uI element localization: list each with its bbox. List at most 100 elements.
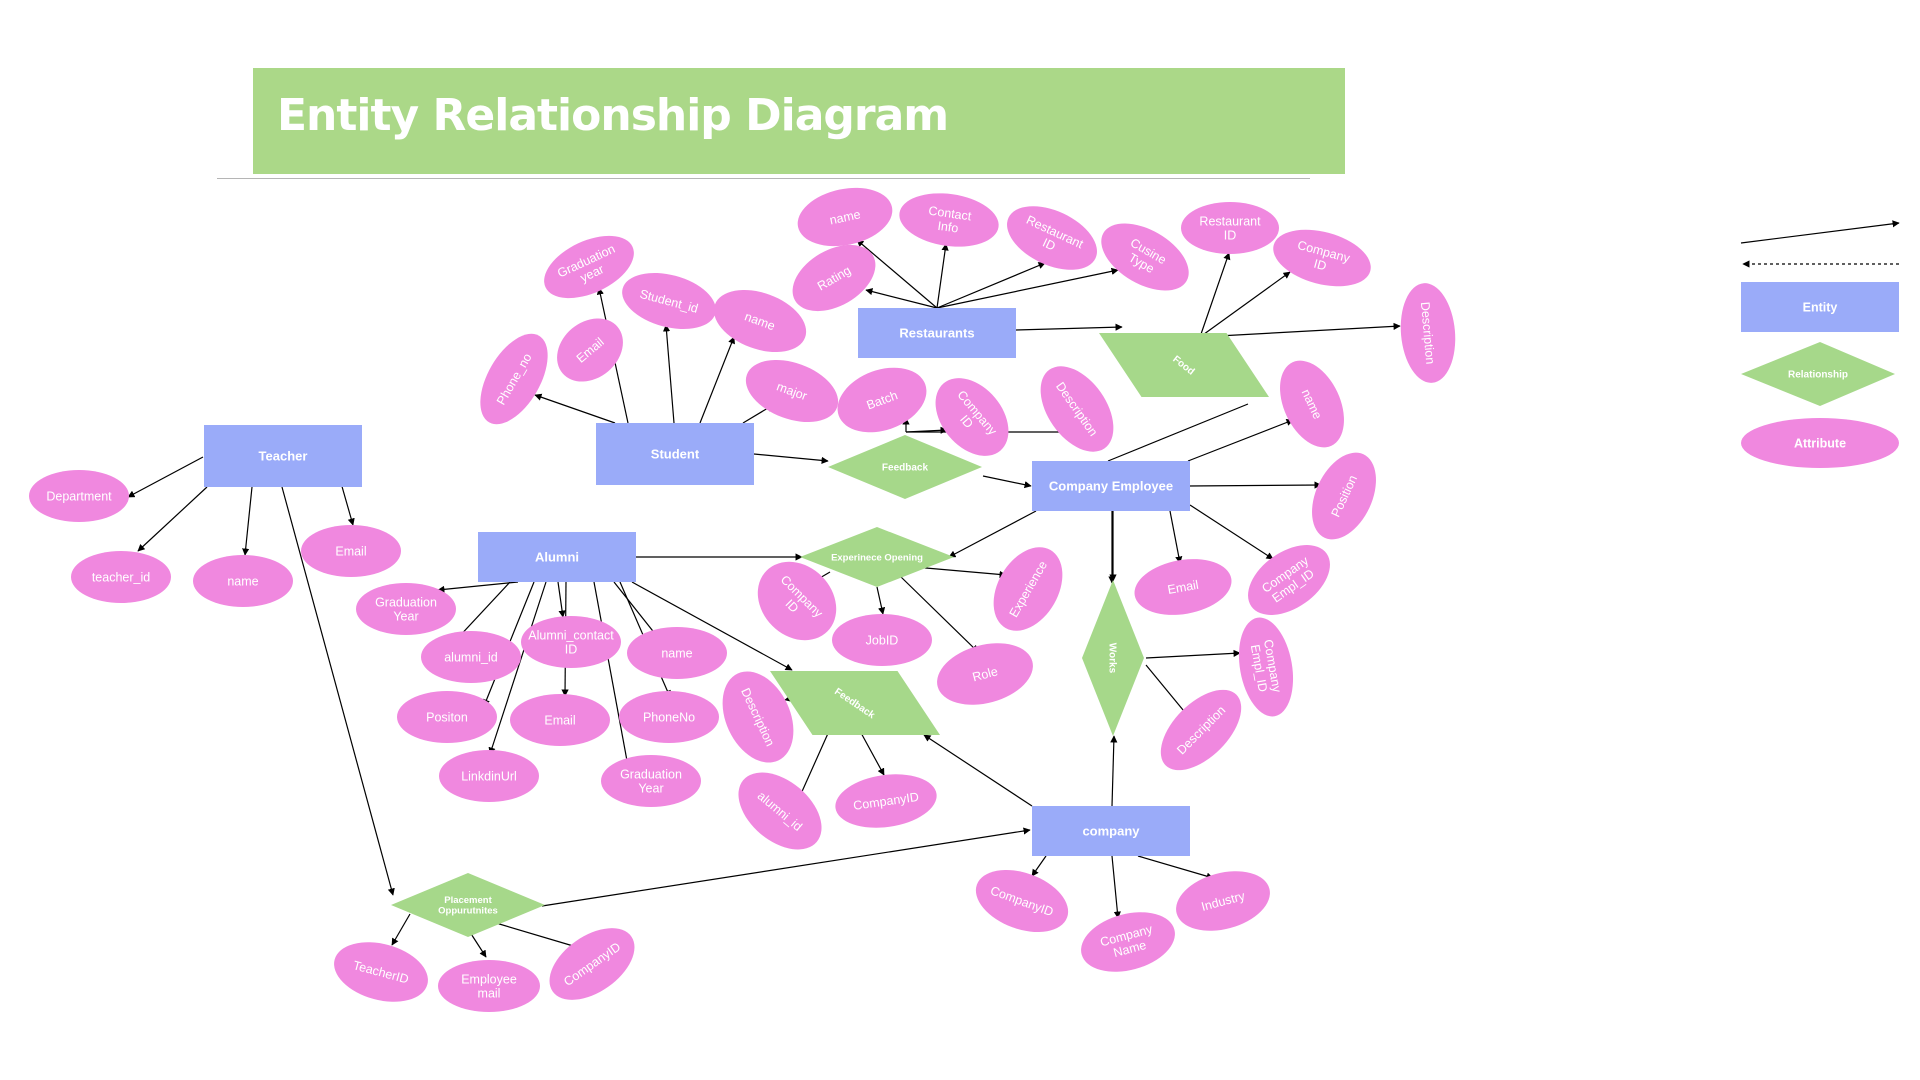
connector-line — [1187, 419, 1294, 462]
node-label: Email — [1166, 578, 1199, 597]
connector-line — [1110, 735, 1118, 807]
legend-attribute: Attribute — [1741, 418, 1899, 468]
connector-line — [948, 510, 1037, 558]
attribute-fb2-description: Description — [722, 671, 794, 763]
connector-line — [137, 486, 208, 552]
attribute-student-id: Student_id — [622, 272, 716, 330]
node-label: ContactInfo — [926, 204, 973, 238]
node-label: Restaurants — [899, 326, 974, 341]
node-label: PhoneNo — [643, 710, 695, 724]
node-label: teacher_id — [92, 570, 150, 584]
connector-line — [899, 575, 979, 653]
page-title: Entity Relationship Diagram — [277, 90, 949, 141]
attribute-teacher-department: Department — [29, 470, 129, 522]
node-label: alumni_id — [444, 650, 498, 664]
connector-line — [534, 393, 616, 424]
title-banner: Entity Relationship Diagram — [253, 68, 1345, 174]
connector-line — [662, 324, 675, 424]
attribute-rest-rating: Rating — [792, 244, 876, 312]
attribute-fb2-alumni-id: alumni_id — [738, 772, 822, 850]
node-label: Email — [335, 544, 366, 558]
relationship-works: Works — [1082, 580, 1144, 736]
relationship-feedback-student: Feedback — [828, 435, 982, 499]
connector-line — [455, 581, 511, 641]
node-label: Email — [544, 713, 575, 727]
connector-line — [1199, 322, 1401, 338]
connector-line — [923, 734, 1033, 807]
connector-line — [865, 288, 938, 309]
node-label: Attribute — [1794, 436, 1846, 450]
entity-teacher: Teacher — [204, 425, 362, 487]
attribute-alumni-phone: PhoneNo — [619, 691, 719, 743]
attribute-rest-cusine: CusineType — [1101, 223, 1189, 291]
attribute-fb-batch: Batch — [837, 367, 927, 433]
node-label: Relationship — [1788, 370, 1848, 381]
attribute-alumni-linkedin: LinkdinUrl — [439, 750, 539, 802]
node-label: Works — [1107, 643, 1118, 674]
attribute-alumni-id: alumni_id — [421, 631, 521, 683]
attribute-food-company-id: CompanyID — [1273, 229, 1371, 287]
attribute-rest-id: RestaurantID — [1007, 206, 1097, 270]
attribute-ce-name: name — [1280, 360, 1344, 448]
node-label: LinkdinUrl — [461, 769, 517, 783]
attribute-pl-company-id: CompanyID — [549, 928, 635, 1000]
attribute-teacher-email: Email — [301, 525, 401, 577]
connector-line — [593, 581, 633, 778]
connector-line — [699, 336, 735, 424]
node-label: name — [828, 207, 862, 227]
attribute-company-industry: Industry — [1176, 871, 1270, 931]
attribute-alumni-name: name — [627, 627, 727, 679]
connector-line — [1015, 323, 1123, 331]
connector-line — [1199, 271, 1291, 338]
attribute-company-name: CompanyName — [1081, 912, 1175, 972]
entity-company: company — [1032, 806, 1190, 856]
node-label: Student — [651, 447, 700, 462]
attribute-student-phone: Phone_no — [480, 333, 548, 425]
connector-line — [613, 581, 661, 641]
attribute-alumni-position: Positon — [397, 691, 497, 743]
attribute-food-description: Description — [1400, 283, 1456, 383]
attribute-works-description: Description — [1160, 689, 1242, 771]
node-label: name — [227, 574, 258, 588]
connector-line — [1031, 855, 1047, 877]
node-label: Teacher — [259, 449, 308, 464]
node-label: Alumni — [535, 550, 579, 565]
node-label: Experinece Opening — [831, 552, 923, 563]
relationship-food: Food — [1099, 333, 1269, 397]
relationship-experience-opening: Experinece Opening — [800, 527, 954, 587]
attribute-rest-name: name — [797, 187, 893, 247]
attribute-eo-role: Role — [937, 643, 1033, 705]
attribute-student-email: Email — [557, 318, 623, 382]
connector-line — [488, 581, 547, 755]
entity-restaurants: Restaurants — [858, 308, 1016, 358]
node-label: Department — [46, 489, 112, 503]
entity-company-employee: Company Employee — [1032, 461, 1190, 511]
connector-line — [1199, 252, 1231, 338]
node-label: company — [1082, 824, 1140, 839]
node-label: Positon — [426, 710, 468, 724]
connector-line — [936, 243, 949, 309]
connector-line — [856, 239, 938, 309]
attribute-eo-job-id: JobID — [832, 614, 932, 666]
connector-line — [1187, 481, 1322, 489]
attribute-fb-description: Description — [1040, 366, 1114, 452]
entity-student: Student — [596, 423, 754, 485]
entity-alumni: Alumni — [478, 532, 636, 582]
attribute-fb2-company-id: CompanyID — [835, 774, 937, 828]
attribute-fb-company-id: CompanyID — [935, 378, 1009, 456]
node-label: Feedback — [882, 463, 929, 474]
connector-line — [1145, 664, 1189, 717]
attribute-eo-experience: Experience — [993, 547, 1063, 631]
connector-line — [1111, 855, 1121, 919]
relationship-feedback-alumni: Feedback — [770, 671, 940, 735]
connector-line — [391, 913, 411, 946]
connector-line — [437, 581, 519, 593]
